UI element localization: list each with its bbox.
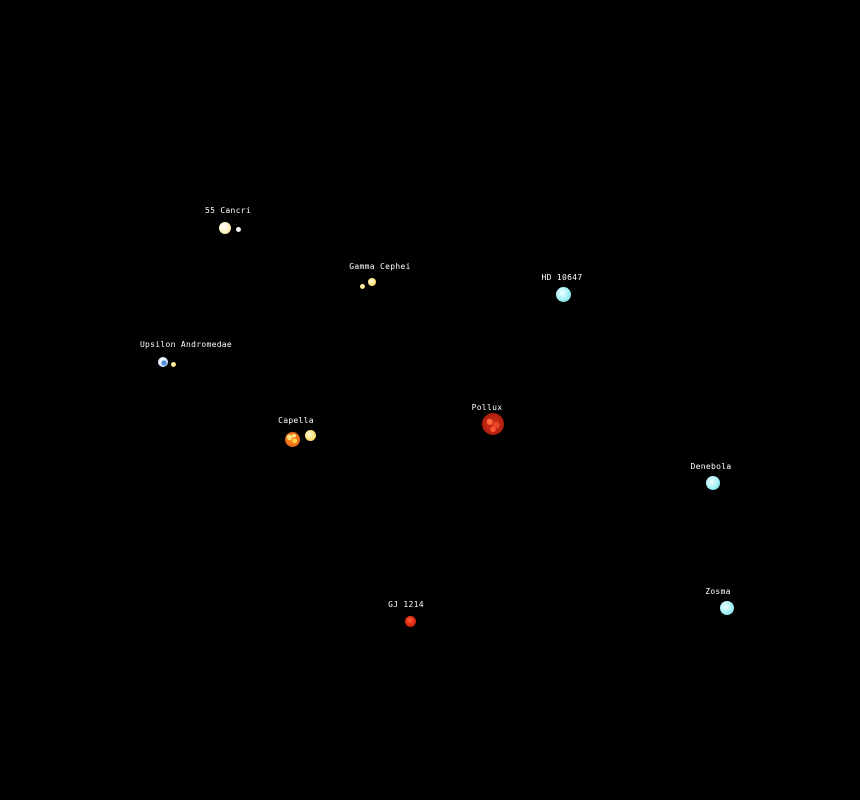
star-icon (360, 284, 365, 289)
star-icon (171, 362, 176, 367)
star-icon (236, 227, 241, 232)
system-label: GJ 1214 (388, 600, 424, 609)
system-label: Denebola (690, 462, 732, 471)
system-label: HD 10647 (541, 273, 583, 282)
star-icon (706, 476, 720, 490)
star-icon (405, 616, 416, 627)
system-label: Capella (278, 416, 314, 425)
star-icon (556, 287, 571, 302)
star-icon (158, 357, 168, 367)
star-icon (720, 601, 734, 615)
system-label: Gamma Cephei (349, 262, 411, 271)
star-icon (305, 430, 316, 441)
system-label: Upsilon Andromedae (139, 340, 233, 349)
system-label: Pollux (471, 403, 503, 412)
star-icon (285, 432, 300, 447)
system-label: Zosma (705, 587, 731, 596)
system-label: 55 Cancri (204, 206, 252, 215)
star-icon (368, 278, 376, 286)
star-icon (219, 222, 231, 234)
star-icon (482, 413, 504, 435)
